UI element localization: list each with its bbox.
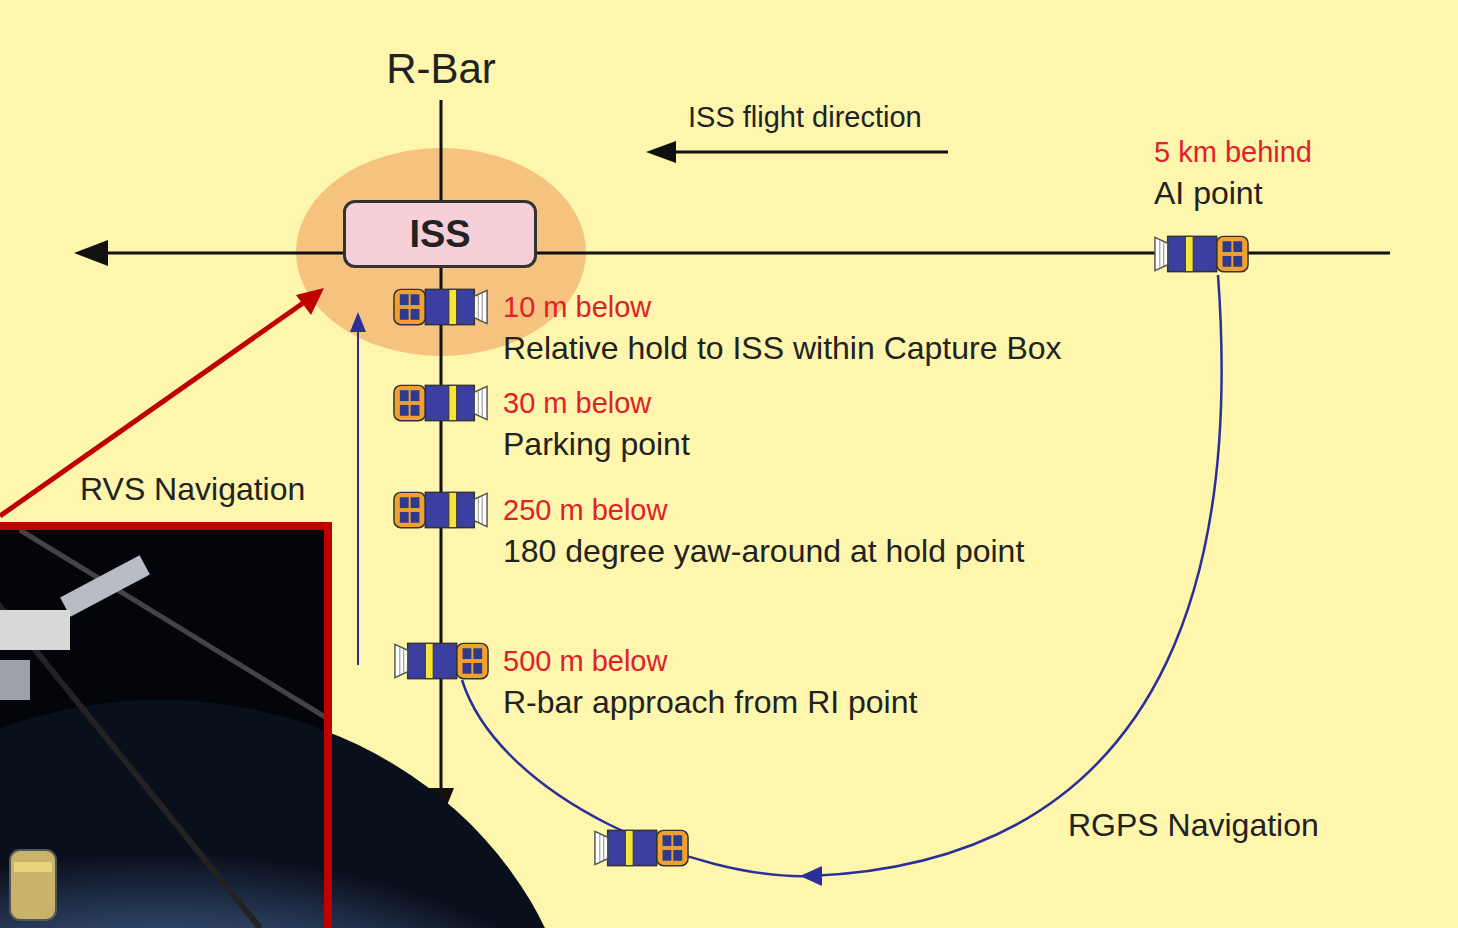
direction-label: ISS flight direction [688,100,922,135]
spacecraft [394,492,487,527]
arrow-head [296,288,324,315]
spacecraft [395,643,488,678]
arrow-head [74,240,108,266]
distance-label: 250 m below [503,493,667,528]
navigation-label: RGPS Navigation [1068,806,1319,844]
flight-direction-arrow [670,151,948,154]
point-label: AI point [1154,174,1263,212]
navigation-label: RVS Navigation [80,470,305,508]
spacecraft [394,385,487,420]
trajectory [462,275,1222,876]
axis-name: R-Bar [386,44,496,94]
arrow-head [646,141,676,163]
distance-label: 30 m below [503,386,651,421]
step-description: Parking point [503,425,690,463]
spacecraft [394,289,487,324]
pointer-line [0,301,306,516]
step-description: Relative hold to ISS within Capture Box [503,329,1062,367]
distance-label: 500 m below [503,644,667,679]
spacecraft [595,830,688,865]
station-name: ISS [409,213,470,256]
distance-label: 10 m below [503,290,651,325]
approach-arrow [357,330,359,665]
distance-label: 5 km behind [1154,135,1312,170]
station-box: ISS [343,200,537,268]
step-description: R-bar approach from RI point [503,683,917,721]
spacecraft [1155,236,1248,271]
arrow-head [350,312,366,332]
inset-photo [0,526,580,928]
step-description: 180 degree yaw-around at hold point [503,532,1024,570]
arrow-head [800,866,822,886]
